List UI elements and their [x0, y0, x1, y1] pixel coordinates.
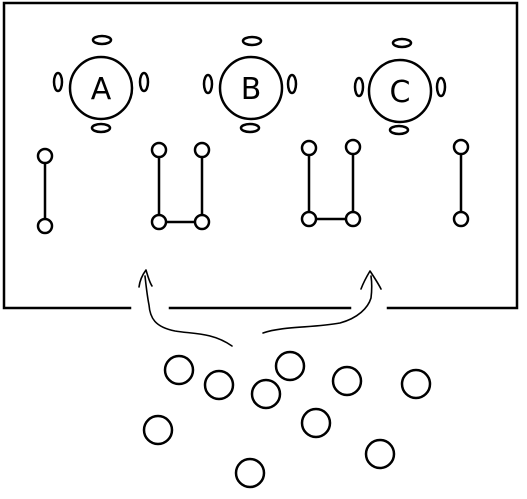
- table-a-seat-bottom: [90, 122, 112, 134]
- table-a-circle: [68, 55, 134, 121]
- stanchion-u-right-post-1: [300, 139, 318, 157]
- table-c-seat-right: [435, 76, 447, 98]
- arrow-left-head: [138, 269, 153, 288]
- person: [364, 438, 396, 470]
- stanchion-right: [452, 138, 470, 228]
- table-c-label: C: [390, 75, 411, 110]
- table-b-seat-right: [286, 73, 298, 95]
- crowd: [142, 350, 432, 489]
- arrow-right-head: [360, 270, 382, 290]
- stanchion-u-left-post-2: [193, 141, 211, 159]
- stanchion-u-left-post-4: [193, 213, 211, 231]
- table-b-seat-top: [241, 35, 263, 47]
- stanchion-u-left-rope: [157, 150, 204, 224]
- stanchion-u-left: [150, 141, 211, 231]
- stanchion-u-right-post-3: [300, 210, 318, 228]
- stanchion-u-left-post-1: [150, 141, 168, 159]
- person: [142, 414, 174, 446]
- room-outline: [2, 1, 519, 310]
- person: [163, 354, 195, 386]
- stanchion-u-right: [300, 138, 362, 228]
- person: [331, 365, 363, 397]
- stanchion-right-post-bottom: [452, 210, 470, 228]
- stanchion-u-right-rope: [307, 147, 355, 221]
- stanchion-u-right-post-2: [344, 138, 362, 156]
- stanchion-u-left-post-3: [150, 213, 168, 231]
- table-a-seat-left: [52, 71, 64, 93]
- room-wall-main: [2, 1, 519, 310]
- table-b-seat-left: [202, 73, 214, 95]
- person: [400, 368, 432, 400]
- stanchion-left-post-top: [36, 147, 54, 165]
- table-a: [52, 34, 150, 134]
- arrow-right: [262, 275, 373, 334]
- table-c-seat-top: [391, 37, 413, 49]
- stanchion-left-post-bottom: [36, 217, 54, 235]
- table-c: [353, 37, 447, 136]
- table-b-circle: [218, 55, 284, 121]
- table-b: [202, 35, 298, 134]
- table-b-label: B: [241, 72, 262, 107]
- flow-arrows: [138, 269, 382, 347]
- table-b-seat-bottom: [239, 122, 261, 134]
- arrow-left: [144, 275, 233, 347]
- table-c-circle: [367, 58, 433, 124]
- table-a-seat-right: [138, 71, 150, 93]
- person: [203, 369, 235, 401]
- table-a-label: A: [91, 72, 112, 107]
- table-a-seat-top: [91, 34, 113, 46]
- person: [234, 457, 266, 489]
- person: [250, 378, 282, 410]
- stanchion-left: [36, 147, 54, 235]
- person: [300, 407, 332, 439]
- stanchion-right-post-top: [452, 138, 470, 156]
- stanchion-u-right-post-4: [344, 210, 362, 228]
- table-c-seat-left: [353, 76, 365, 98]
- person: [274, 350, 306, 382]
- table-c-seat-bottom: [388, 124, 410, 136]
